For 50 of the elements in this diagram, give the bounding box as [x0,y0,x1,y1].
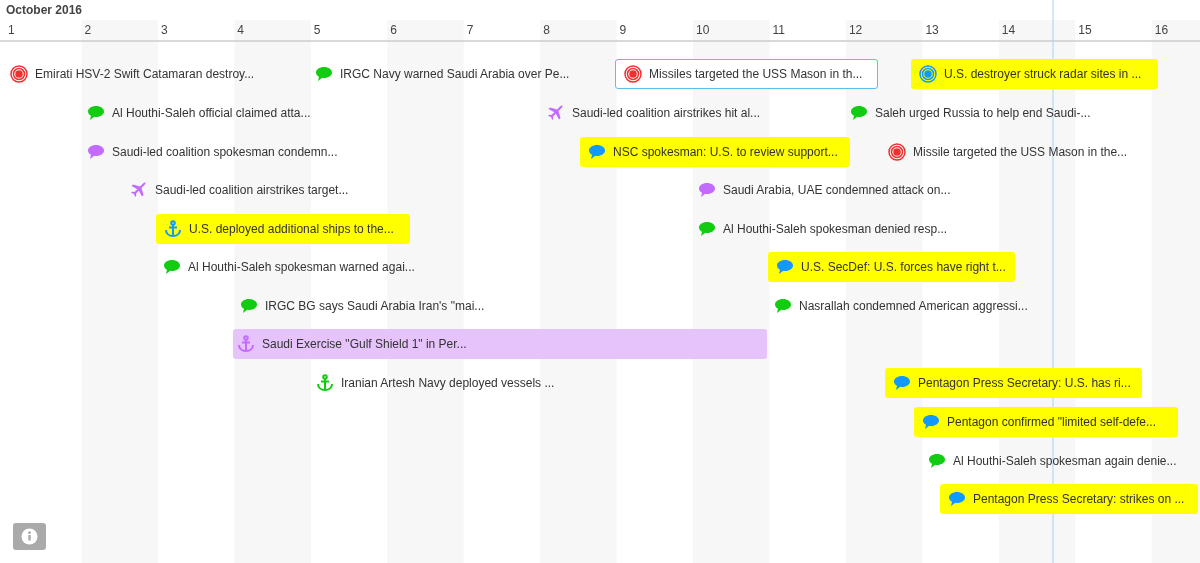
day-label: 2 [84,23,92,37]
event-title: Al Houthi-Saleh official claimed atta... [112,106,311,120]
highlighted-event-card [156,214,410,244]
highlighted-event-card [914,407,1178,437]
event-title: Saleh urged Russia to help end Saudi-... [875,106,1091,120]
day-label: 14 [1001,23,1016,37]
day-label: 16 [1154,23,1169,37]
event-title: Iranian Artesh Navy deployed vessels ... [341,376,555,390]
timeline-title: October 2016 [6,3,83,17]
day-label: 4 [237,23,245,37]
day-label: 7 [466,23,474,37]
day-label: 12 [848,23,863,37]
day-label: 5 [313,23,321,37]
day-label: 3 [160,23,168,37]
event-title: Emirati HSV-2 Swift Catamaran destroy... [35,67,255,81]
event-title: U.S. SecDef: U.S. forces have right t... [801,260,1006,274]
day-label: 8 [543,23,550,37]
event-title: Pentagon Press Secretary: U.S. has ri... [918,376,1131,390]
day-label: 9 [619,23,627,37]
day-label: 6 [390,23,397,37]
event-title: Missile targeted the USS Mason in the... [913,145,1128,159]
event-title: IRGC Navy warned Saudi Arabia over Pe... [340,67,570,81]
day-label: 1 [8,23,15,37]
event-range-bar [233,329,767,359]
day-label: 11 [772,23,785,37]
event-title: Al Houthi-Saleh spokesman again denie... [953,454,1177,468]
event-title: Pentagon Press Secretary: strikes on ... [973,492,1185,506]
event-title: IRGC BG says Saudi Arabia Iran's "mai... [265,299,485,313]
selected-event-card [615,59,878,89]
event-title: Saudi-led coalition spokesman condemn... [112,145,338,159]
event-title: NSC spokesman: U.S. to review support... [613,145,838,159]
highlighted-event-card [911,59,1158,89]
event-title: Saudi Exercise "Gulf Shield 1" in Per... [262,337,467,351]
event-title: Saudi Arabia, UAE condemned attack on... [723,183,951,197]
event-title: Nasrallah condemned American aggressi... [799,299,1028,313]
highlighted-event-card [885,368,1142,398]
day-label: 10 [696,23,710,37]
day-label: 15 [1078,23,1092,37]
highlighted-event-card [580,137,850,167]
event-title: U.S. destroyer struck radar sites in ... [944,67,1142,81]
event-title: Pentagon confirmed "limited self-defe... [947,415,1157,429]
highlighted-event-card [768,252,1015,282]
event-title: Saudi-led coalition airstrikes target... [155,183,349,197]
event-title: Al Houthi-Saleh spokesman warned agai... [188,260,415,274]
event-title: Al Houthi-Saleh spokesman denied resp... [723,222,948,236]
event-title: Saudi-led coalition airstrikes hit al... [572,106,761,120]
event-title: U.S. deployed additional ships to the... [189,222,394,236]
highlighted-event-card [940,484,1198,514]
event-title: Missiles targeted the USS Mason in th... [649,67,863,81]
day-label: 13 [925,23,939,37]
